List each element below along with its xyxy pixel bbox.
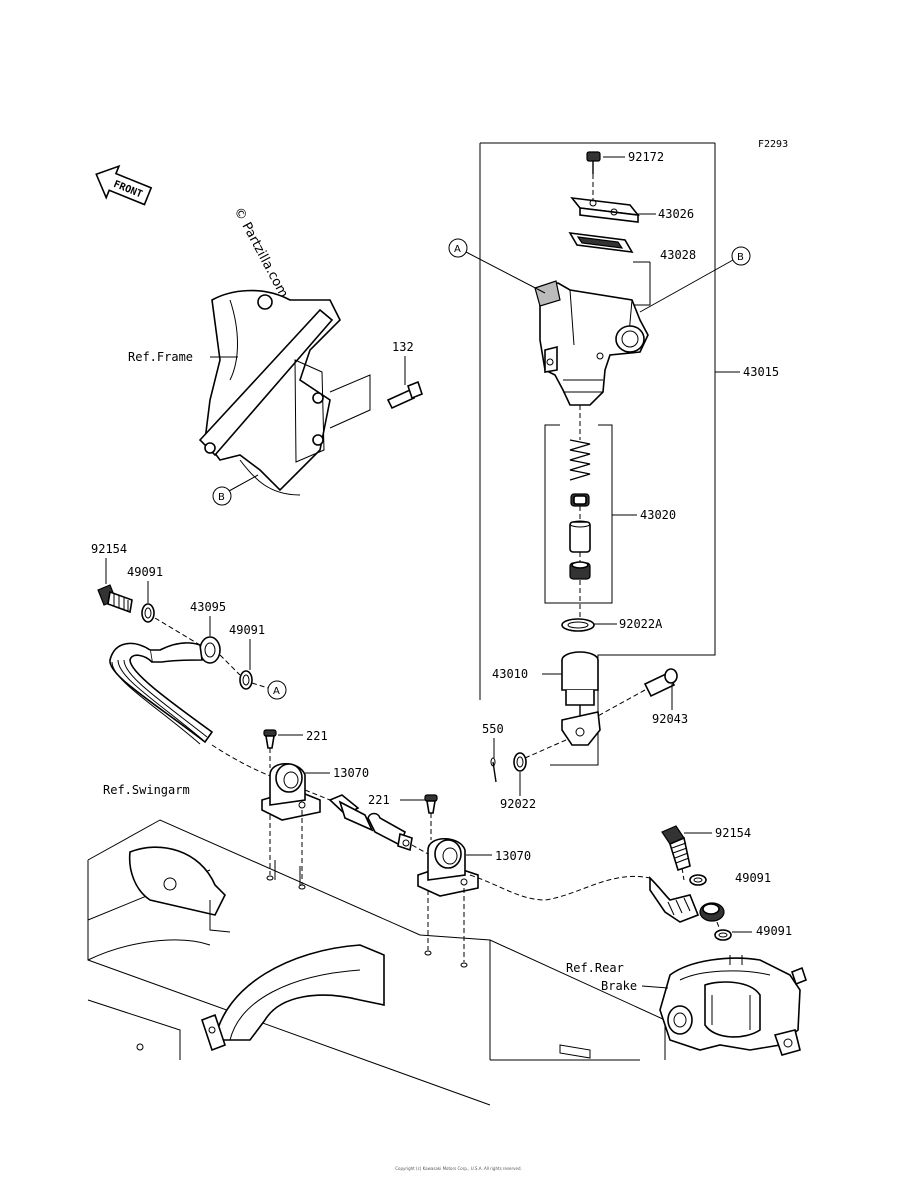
screw-221-b bbox=[424, 794, 438, 840]
swingarm bbox=[87, 819, 666, 1106]
push-rod-43010 bbox=[561, 651, 601, 746]
part-43020: 43020 bbox=[640, 508, 676, 522]
part-221-b: 221 bbox=[368, 793, 390, 807]
part-43015: 43015 bbox=[743, 365, 779, 379]
ref-frame-label: Ref.Frame bbox=[128, 350, 193, 364]
washer-49091-a bbox=[141, 603, 155, 623]
footer-credit: Copyright (c) Kawasaki Motors Corp., U.S… bbox=[395, 1166, 522, 1171]
part-550: 550 bbox=[482, 722, 504, 736]
part-43028: 43028 bbox=[660, 248, 696, 262]
figure-code: F2293 bbox=[758, 139, 788, 150]
cotter-pin-550 bbox=[490, 757, 497, 783]
callout-b-top: B bbox=[639, 246, 751, 313]
washer-92022 bbox=[513, 739, 567, 772]
part-49091-a: 49091 bbox=[127, 565, 163, 579]
svg-text:B: B bbox=[737, 252, 744, 263]
washer-49091-d bbox=[714, 929, 732, 941]
part-43026: 43026 bbox=[658, 207, 694, 221]
part-49091-d: 49091 bbox=[756, 924, 792, 938]
part-43095: 43095 bbox=[190, 600, 226, 614]
master-cylinder-body bbox=[534, 280, 649, 440]
bolt-132 bbox=[386, 380, 423, 410]
clamp-13070-a bbox=[261, 762, 321, 890]
spring bbox=[569, 439, 591, 481]
svg-text:A: A bbox=[454, 244, 461, 255]
brake-hose-mid bbox=[304, 789, 431, 856]
watermark: © Partzilla.com bbox=[230, 205, 290, 301]
part-132: 132 bbox=[392, 340, 414, 354]
hose-43095 bbox=[109, 636, 221, 745]
part-49091-b: 49091 bbox=[229, 623, 265, 637]
part-13070-b: 13070 bbox=[495, 849, 531, 863]
hose-route-left bbox=[211, 744, 276, 779]
ref-rear-label: Ref.Rear bbox=[566, 961, 624, 975]
part-13070-a: 13070 bbox=[333, 766, 369, 780]
svg-text:B: B bbox=[218, 492, 225, 503]
piston-seal-upper bbox=[570, 493, 590, 507]
washer-49091-c bbox=[689, 874, 707, 886]
screw-92172 bbox=[586, 151, 601, 200]
ref-brake-label: Brake bbox=[601, 979, 637, 993]
callout-b-frame: B bbox=[212, 474, 259, 506]
cap-43026 bbox=[570, 196, 640, 223]
brake-hose-end bbox=[649, 876, 725, 923]
ref-swingarm-label: Ref.Swingarm bbox=[103, 783, 190, 797]
part-92022: 92022 bbox=[500, 797, 536, 811]
clamp-13070-b bbox=[417, 837, 479, 968]
banjo-bolt-92154-bottom bbox=[661, 825, 691, 881]
part-92172: 92172 bbox=[628, 150, 664, 164]
assembly-box-right bbox=[550, 143, 716, 766]
hose-route-right bbox=[469, 874, 651, 901]
part-49091-c: 49091 bbox=[735, 871, 771, 885]
washer-49091-b bbox=[239, 670, 253, 690]
front-arrow-icon: FRONT bbox=[95, 164, 153, 206]
part-92022A: 92022A bbox=[619, 617, 663, 631]
part-92154-bottom: 92154 bbox=[715, 826, 751, 840]
piston-seal-lower bbox=[569, 561, 591, 580]
part-92043: 92043 bbox=[652, 712, 688, 726]
circlip-92022A bbox=[561, 618, 595, 632]
screw-221-a bbox=[263, 729, 277, 768]
rear-brake-caliper bbox=[659, 955, 807, 1056]
svg-text:A: A bbox=[273, 686, 280, 697]
part-221-a: 221 bbox=[306, 729, 328, 743]
banjo-bolt-92154-top bbox=[97, 584, 133, 614]
frame-bracket bbox=[198, 289, 341, 496]
pin-92043 bbox=[595, 668, 678, 718]
callout-a-top: A bbox=[448, 238, 546, 294]
callout-a-hose: A bbox=[251, 680, 287, 700]
diaphragm-43028 bbox=[568, 232, 634, 253]
part-92154-top: 92154 bbox=[91, 542, 127, 556]
part-43010: 43010 bbox=[492, 667, 528, 681]
piston bbox=[569, 520, 591, 553]
